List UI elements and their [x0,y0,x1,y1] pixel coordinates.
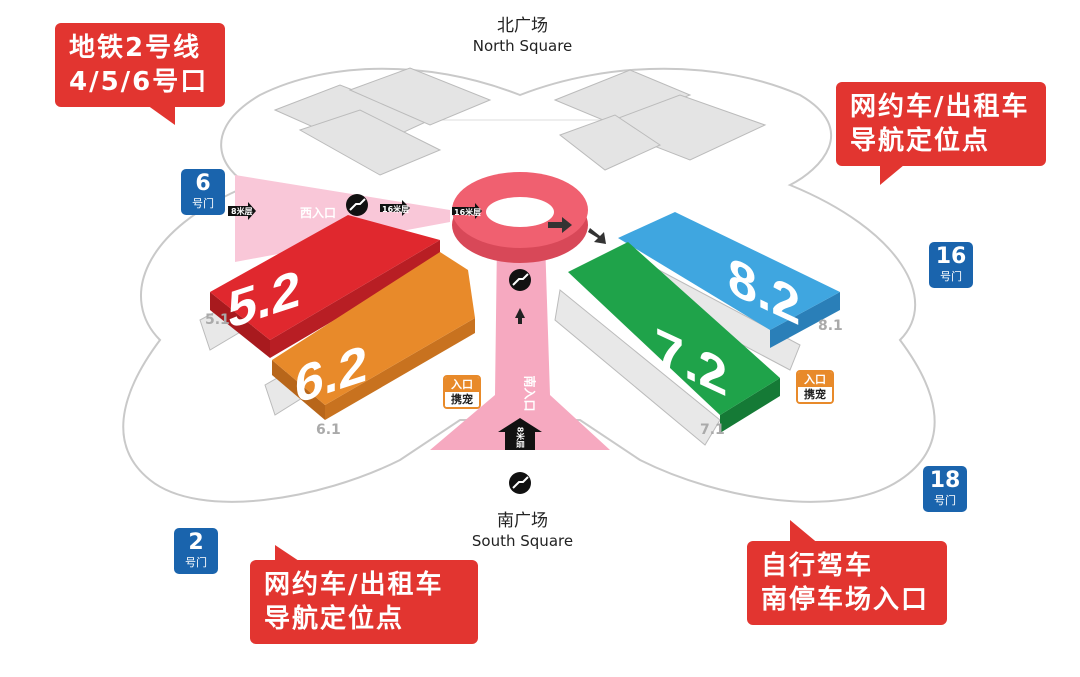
hall-6-1-label: 6.1 [316,422,341,438]
south-entrance-label: 南入口 [522,375,537,412]
south-entrance-area [430,240,610,450]
central-ring [452,172,588,263]
hall-6-2 [272,252,475,405]
escalator-icon [509,472,531,494]
taxi-callout-sw: 网约车/出租车 导航定位点 [250,560,478,644]
hall-7-1-label: 7.1 [700,422,725,438]
pet-entrance-badge: 入口携宠 [796,370,834,404]
level-16-label-ring: 16米层 [454,208,482,217]
escalator-icon [509,269,531,291]
escalator-icon [346,194,368,216]
level-8-south-label: 8米层 [515,426,525,449]
arrow-icon [515,308,525,324]
hall-7-2 [568,242,780,415]
metro-callout: 地铁2号线 4/5/6号口 [55,23,225,107]
arrow-icon [452,203,482,219]
hall-8-1-label: 8.1 [818,318,843,334]
pet-entrance-badge: 入口携宠 [443,375,481,409]
hall-5-1-label: 5.1 [205,312,230,328]
arrow-icon [380,200,410,216]
arrow-icon [498,418,542,450]
taxi-callout-ne: 网约车/出租车 导航定位点 [836,82,1046,166]
hall-5-2-side [210,292,270,358]
level-8-label: 8米层 [231,207,253,216]
hall-5-2 [210,215,440,340]
hall-8-2 [618,212,840,330]
parking-callout: 自行驾车 南停车场入口 [747,541,947,625]
arrow-icon [588,228,606,244]
arrow-icon [548,217,572,233]
west-entrance-label: 西入口 [300,206,337,220]
north-buildings [273,67,767,176]
hall-5-2-side2 [270,240,440,358]
level-16-label: 16米层 [382,205,410,214]
arrow-icon [228,202,256,220]
